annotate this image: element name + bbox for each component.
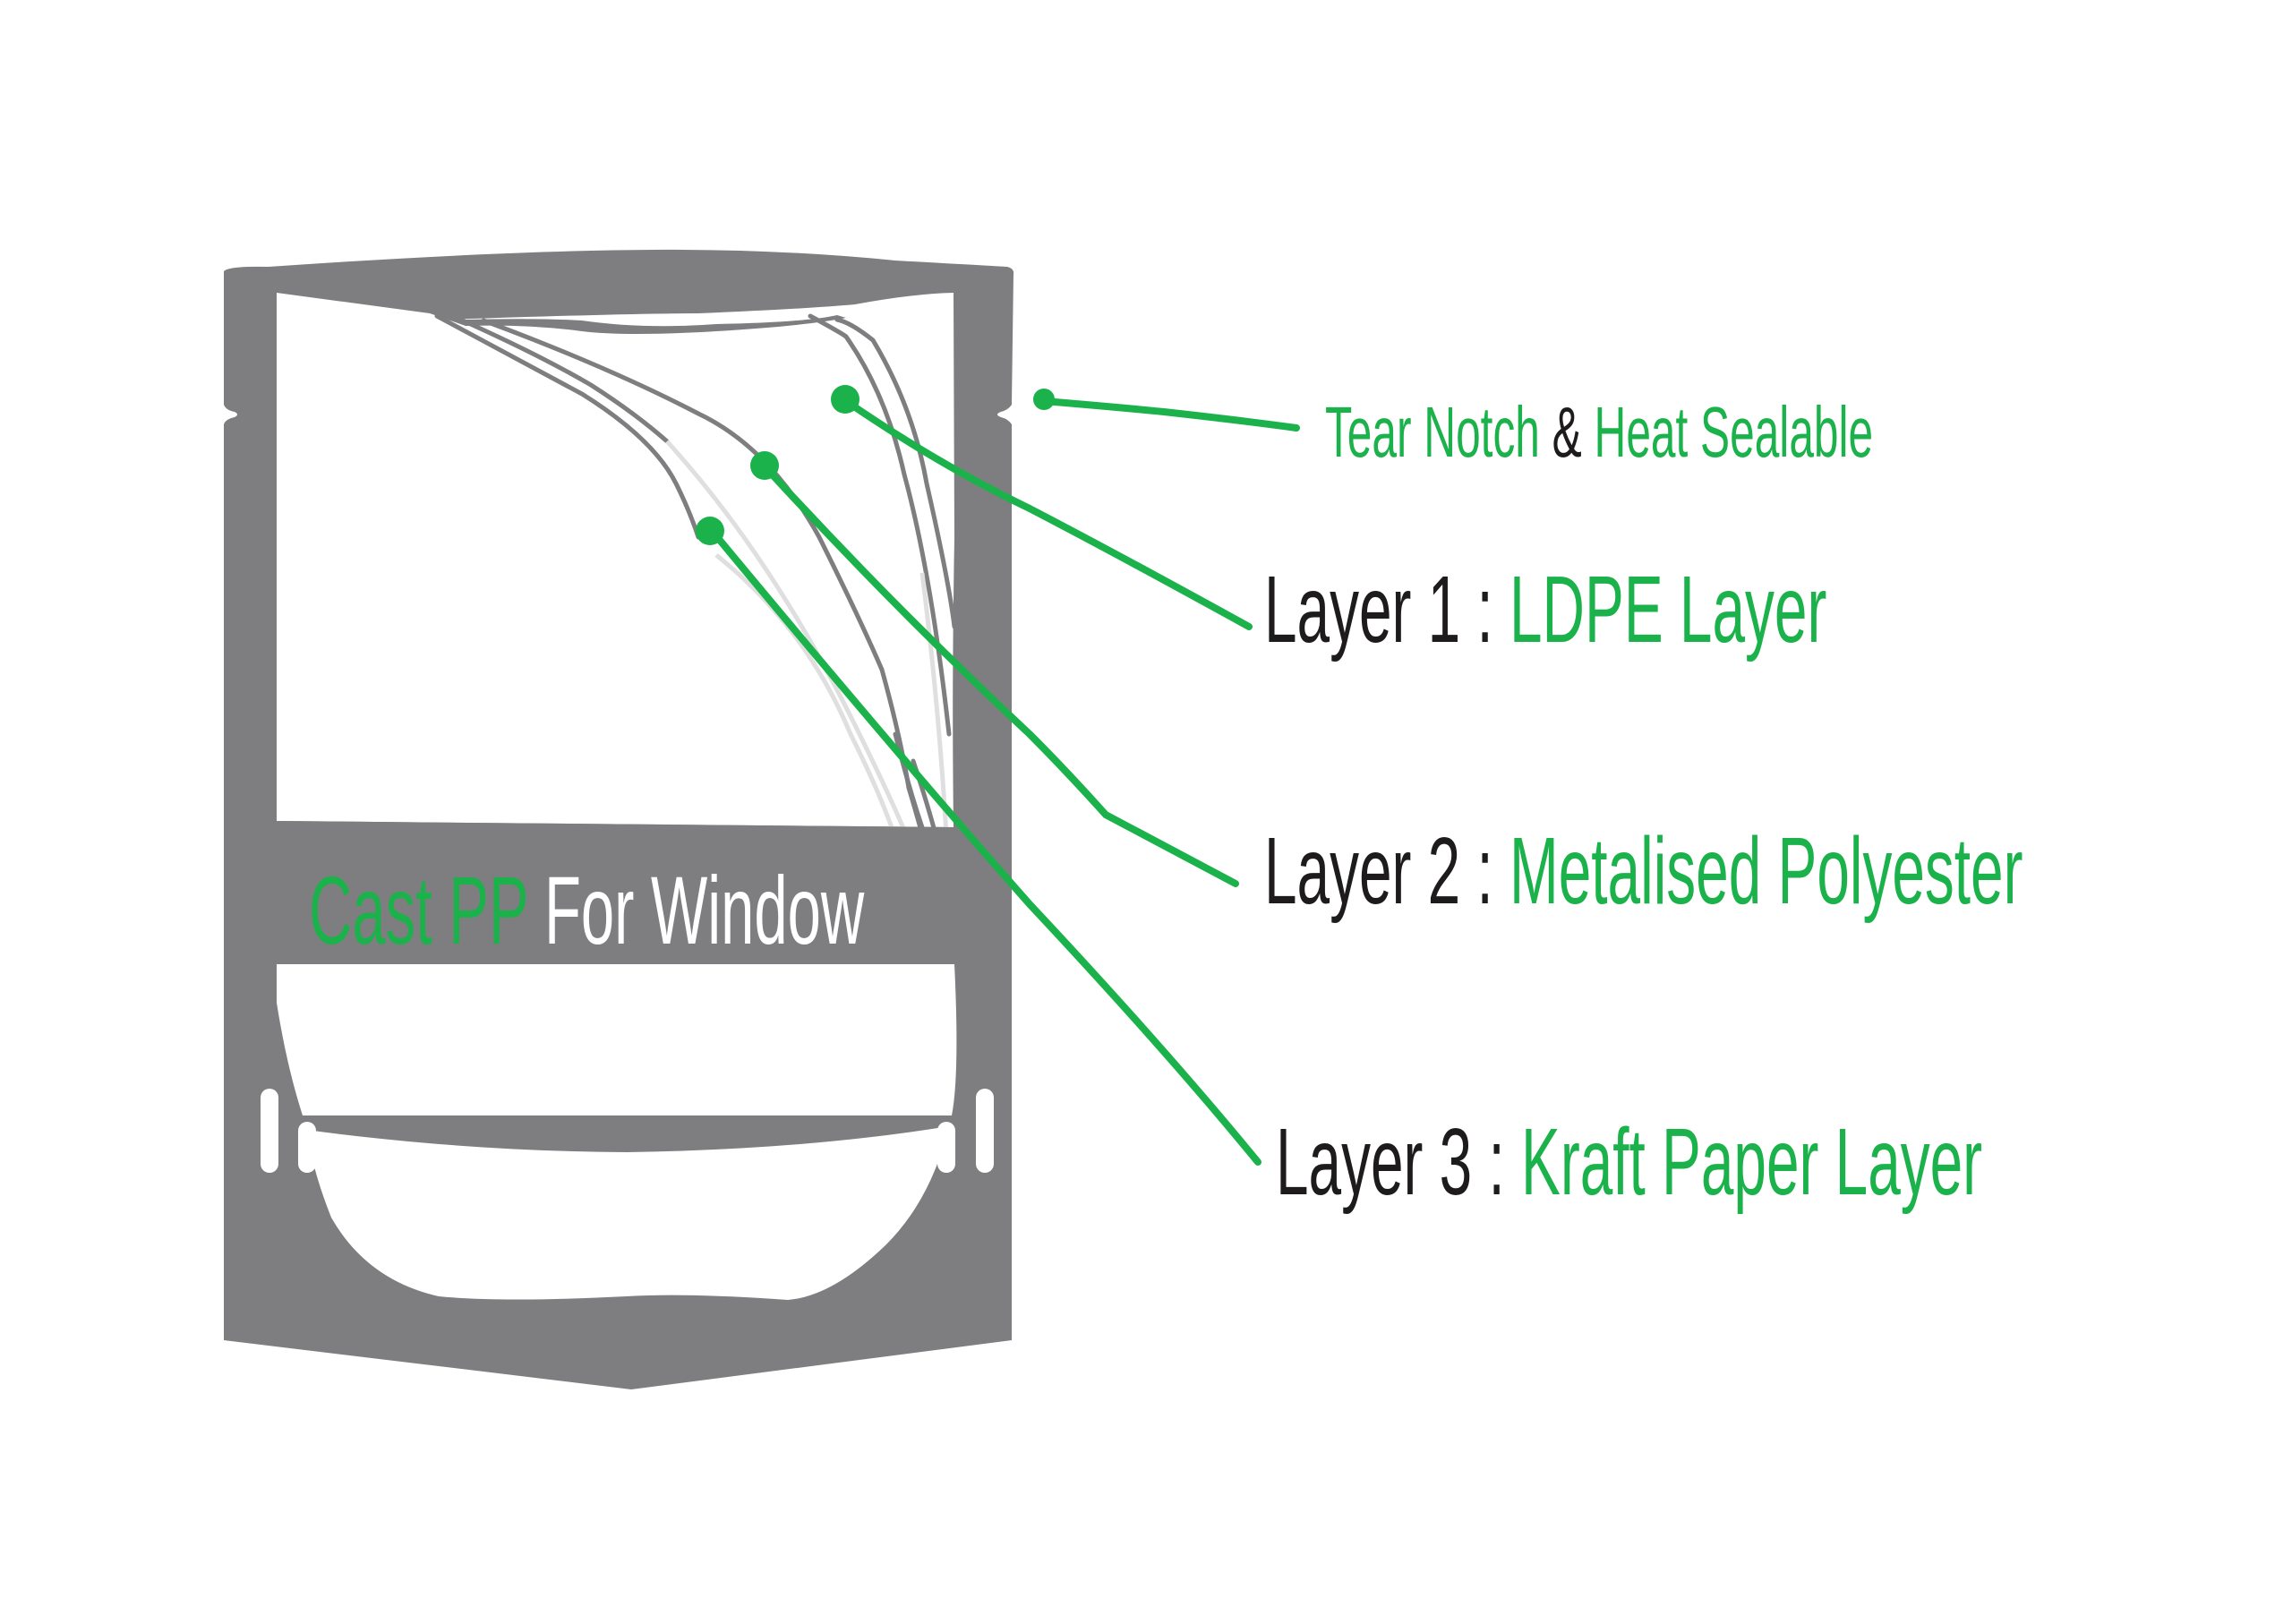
seal-slots — [261, 1089, 994, 1179]
seal-slot — [261, 1089, 278, 1173]
layer-edge-line — [808, 313, 952, 737]
callout-tear-notch-text: Tear Notch — [1325, 392, 1540, 472]
seal-slot — [298, 1122, 316, 1173]
callout-layer-1: Layer 1 : LDPE Layer — [1264, 562, 2171, 657]
flap-top-edge — [430, 313, 846, 334]
lower-window-area — [277, 964, 957, 1115]
dot-layer-1 — [831, 385, 860, 414]
callout-layer-3: Layer 3 : Kraft Paper Layer — [1276, 1115, 2292, 1209]
window-material: Cast PP — [309, 856, 528, 964]
seal-slot — [900, 1141, 916, 1179]
seal-slot — [336, 1140, 352, 1176]
layer-edge-line — [481, 318, 885, 672]
window-band-label: Cast PP For Window — [309, 862, 1204, 959]
layer-3-prefix: Layer 3 : — [1276, 1109, 1505, 1215]
inner-layer-line — [714, 553, 902, 853]
layer-2-name: Metalised Polyester — [1509, 818, 2023, 924]
seal-slot — [976, 1089, 994, 1173]
dot-layer-2 — [750, 451, 779, 480]
window-band — [277, 821, 956, 964]
layer-edge-line — [434, 313, 701, 540]
leader-layer-3 — [710, 529, 1261, 1166]
upper-window-area — [277, 293, 954, 827]
callout-dots — [696, 385, 1055, 545]
callout-ampersand: & — [1552, 392, 1582, 472]
gusset-fold-line — [304, 1118, 954, 1150]
layer-1-prefix: Layer 1 : — [1264, 557, 1493, 662]
gusset-area — [306, 1126, 949, 1300]
callout-layer-2: Layer 2 : Metalised Polyester — [1264, 824, 2292, 919]
leader-layer-2 — [763, 465, 1239, 887]
layer-edge-lines — [434, 313, 957, 855]
leader-layer-1 — [842, 397, 1253, 630]
dot-layer-3 — [696, 517, 724, 545]
callout-heat-sealable-text: Heat Sealable — [1594, 392, 1874, 472]
leader-tear-notch — [1040, 397, 1300, 432]
callout-tear-notch: Tear Notch & Heat Sealable — [1325, 397, 2209, 468]
layer-2-prefix: Layer 2 : — [1264, 818, 1493, 924]
layer-edge-line — [834, 317, 957, 629]
layer-edge-line — [454, 315, 670, 444]
layer-1-name: LDPE Layer — [1509, 557, 1827, 662]
dot-tear-notch — [1033, 389, 1055, 410]
layer-3-name: Kraft Paper Layer — [1520, 1109, 1983, 1215]
callout-leaders — [710, 397, 1300, 1166]
inner-layer-line — [919, 572, 950, 853]
window-purpose: For Window — [544, 856, 865, 964]
seal-slot — [937, 1122, 955, 1173]
